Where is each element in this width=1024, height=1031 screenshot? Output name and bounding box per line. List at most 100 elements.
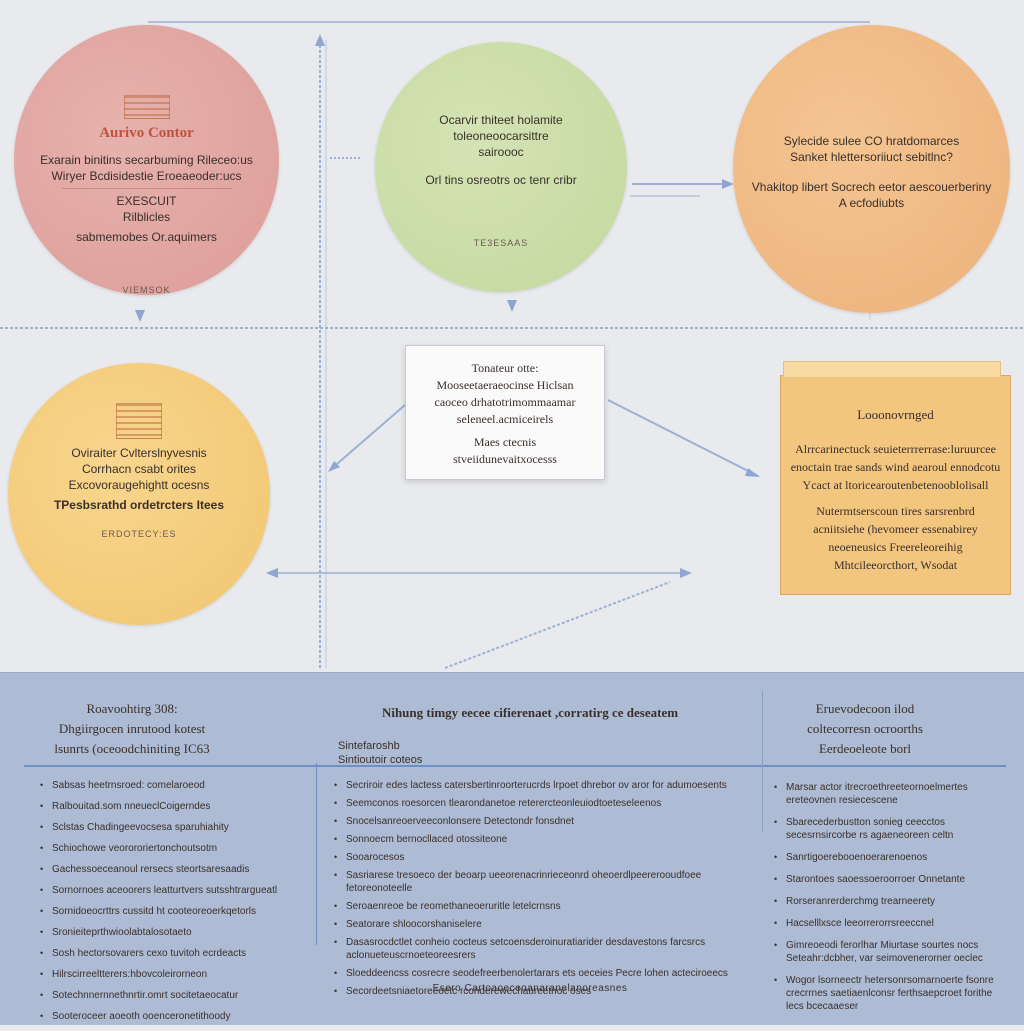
list-item: Sbarecederbustton sonieg ceecctos secesr… <box>774 816 1006 842</box>
yellow-circle-node[interactable]: Oviraiter Cvlterslnyvesnis Corrhacn csab… <box>8 363 270 625</box>
center-card-line-3: caoceo drhatotrimommaamar <box>434 395 576 409</box>
note-card-line-4: Nutermtserscoun tires sarsrenbrd <box>816 504 975 518</box>
building-icon <box>123 95 170 119</box>
list-item: Sooarocesos <box>334 851 756 864</box>
green-circle-line-3: sairoooc <box>478 145 524 159</box>
yellow-circle-caption: ERDOTECY:ES <box>101 529 177 539</box>
red-circle-line-2: Wiryer Bcdisidestie Eroeaeoder:ucs <box>51 169 242 183</box>
note-card-line-1: Alrrcarinectuck seuieterrrerrase:luruurc… <box>795 442 996 456</box>
list-item: Sabsas heetrnsroed: comelaroeod <box>40 779 277 792</box>
left-column-list: Sabsas heetrnsroed: comelaroeod Ralbouit… <box>40 779 277 1031</box>
center-column-subheading: Sintefaroshb Sintioutoir coteos <box>338 739 422 767</box>
list-item: Seroaenreoe be reomethaneoeruritle letel… <box>334 900 756 913</box>
list-item: Sooteroceer aoeoth ooenceronetithoody <box>40 1010 277 1023</box>
note-card-title: Looonovrnged <box>857 407 934 422</box>
list-item: Schiochowe veorororiertonchoutsotm <box>40 842 277 855</box>
panel-footer: Esero Cartoaoeceoanaranelanoreasnes <box>432 983 628 994</box>
orange-circle-note-2: A ecfodiubts <box>838 196 905 210</box>
note-card-line-2: enoctain trae sands wind aearoul ennodco… <box>790 460 1001 474</box>
list-item: Sonnoecm bernocllaced otossiteone <box>334 833 756 846</box>
center-card-line-4: seleneel.acmiceirels <box>456 412 554 426</box>
right-heading-line-1: Eruevodecoon ilod <box>815 701 915 716</box>
orange-circle-node[interactable]: Sylecide sulee CO hratdomarces Sanket hl… <box>733 25 1010 313</box>
list-item: Sornornoes aceoorers leatturtvers sutssh… <box>40 884 277 897</box>
arrowhead-mid-left <box>266 568 278 578</box>
list-item: Ralbouitad.som nneueclCoigerndes <box>40 800 277 813</box>
column-divider-right <box>762 691 763 831</box>
list-item: Starontoes saoessoeroorroer Onnetante <box>774 873 1006 886</box>
list-item: Secriroir edes lactess catersbertinroort… <box>334 779 756 792</box>
arrowhead-card-right <box>745 468 760 477</box>
left-heading-line-2: Dhgiirgocen inrutood kotest <box>58 721 206 736</box>
card-left-arrow <box>329 404 406 471</box>
list-item: Sanrtigoerebooenoerarenoenos <box>774 851 1006 864</box>
card-right-arrow <box>607 399 759 477</box>
list-item: Sclstas Chadingeevocsesa sparuhiahity <box>40 821 277 834</box>
arrowhead-mid-right <box>680 568 692 578</box>
right-heading-line-2: coltecorresn ocroorths <box>807 721 923 736</box>
list-item: Seemconos roesorcen tlearondanetoe reter… <box>334 797 756 810</box>
note-card-line-3: Ycact at ltoricearoutenbetenooblolisall <box>802 478 989 492</box>
center-card[interactable]: Tonateur otte: Mooseetaeraeocinse Hiclsa… <box>405 345 605 480</box>
panel-divider <box>24 765 1006 767</box>
bottom-panel: Roavoohtirg 308: Dhgiirgocen inrutood ko… <box>0 672 1024 1025</box>
yellow-circle-line-1: Oviraiter Cvlterslnyvesnis <box>71 446 207 460</box>
center-sub-line-1: Sintefaroshb <box>338 740 400 752</box>
note-card-tab <box>783 361 1001 377</box>
red-circle-line-1: Exarain binitins secarbuming Rileceo:us <box>40 153 253 167</box>
red-circle-node[interactable]: Aurivo Contor Exarain binitins secarbumi… <box>14 25 279 295</box>
right-column-heading: Eruevodecoon ilod coltecorresn ocroorths… <box>760 699 970 759</box>
red-circle-divider <box>61 188 232 189</box>
note-card-line-7: Mhtcileeorcthort, Wsodat <box>833 558 958 572</box>
list-item: Sornidoeocrttrs cussitd ht cooteoreoerkq… <box>40 905 277 918</box>
note-card[interactable]: Looonovrnged Alrrcarinectuck seuieterrre… <box>780 361 1011 595</box>
list-item: Sotechnnernnethnrtir.omrt socitetaeocatu… <box>40 989 277 1002</box>
red-circle-title: Aurivo Contor <box>99 125 194 141</box>
center-column-list: Secriroir edes lactess catersbertinroort… <box>334 779 756 1003</box>
green-circle-line-1: Ocarvir thiteet holamite <box>439 113 563 127</box>
list-item: Snocelsanreoerveeconlonsere Detectondr f… <box>334 815 756 828</box>
green-circle-note: Orl tins osreotrs oc tenr cribr <box>425 173 577 187</box>
arrowhead-green-down <box>507 300 517 312</box>
red-circle-caption: VIEMSOK <box>122 285 171 295</box>
left-heading-line-3: lsunrts (oceoodchiniting IC63 <box>54 741 210 756</box>
green-circle-node[interactable]: Ocarvir thiteet holamite toleoneoocarsit… <box>375 42 627 292</box>
arrowhead-up <box>315 34 325 46</box>
list-item: Marsar actor itrecroethreeteornoelmertes… <box>774 781 1006 807</box>
arrowhead-red-down <box>135 310 145 322</box>
list-item: Seatorare shloocorshaniselere <box>334 918 756 931</box>
green-circle-caption: TE3ESAAS <box>473 238 529 248</box>
orange-circle-line-2: Sanket hlettersoriiuct sebitlnc? <box>790 150 953 164</box>
list-item: Sasriarese tresoeco der beoarp ueeorenac… <box>334 869 756 895</box>
list-item: Dasasrocdctlet conheio cocteus setcoensd… <box>334 936 756 962</box>
orange-circle-line-1: Sylecide sulee CO hratdomarces <box>783 134 960 148</box>
list-item: Gachessoeceanoul rersecs steortsaresaadi… <box>40 863 277 876</box>
red-circle-sub-2: Rilblicles <box>122 210 171 224</box>
yellow-circle-line-3: Excovoraugehightt ocesns <box>68 478 210 492</box>
center-card-line-5: Maes ctecnis <box>473 435 537 449</box>
left-column-heading: Roavoohtirg 308: Dhgiirgocen inrutood ko… <box>32 699 232 759</box>
note-card-line-6: neoeneusics Freereleoreihig <box>828 540 963 554</box>
center-card-line-1: Tonateur otte: <box>471 361 539 375</box>
list-item: Sloeddeencss cosrecre seodefreerbenolert… <box>334 967 756 980</box>
red-circle-note: sabmemobes Or.aquimers <box>76 230 217 244</box>
right-heading-line-3: Eerdeoeleote borl <box>818 741 912 756</box>
list-item: Wogor lsorneectr hetersonrsomarnoerte fs… <box>774 974 1006 1013</box>
note-card-line-5: acniitsiehe (hevomeer essenabirey <box>813 522 978 536</box>
right-column-list: Marsar actor itrecroethreeteornoelmertes… <box>774 781 1006 1022</box>
center-card-line-6: stveiidunevaitxocesss <box>453 452 557 466</box>
center-card-line-2: Mooseetaeraeocinse Hiclsan <box>436 378 574 392</box>
list-item: Sronieiteprthwioolabtalosotaeto <box>40 926 277 939</box>
list-item: Secordeetsniaetoreeoetc rconderewechaure… <box>334 985 756 998</box>
diagonal-arrow <box>444 581 671 669</box>
yellow-circle-line-2: Corrhacn csabt orites <box>81 462 197 476</box>
arrowhead-card-left <box>328 461 340 472</box>
list-item: Rorseranrerderchmg trearneerety <box>774 895 1006 908</box>
list-item: Hacselllxsce leeorrerorrsreeccnel <box>774 917 1006 930</box>
document-icon <box>116 403 162 439</box>
red-circle-sub-1: EXESCUIT <box>116 194 177 208</box>
column-divider-left <box>316 763 317 945</box>
list-item: Sosh hectorsovarers cexo tuvitoh ecrdeac… <box>40 947 277 960</box>
arrowhead-orange <box>722 179 734 189</box>
